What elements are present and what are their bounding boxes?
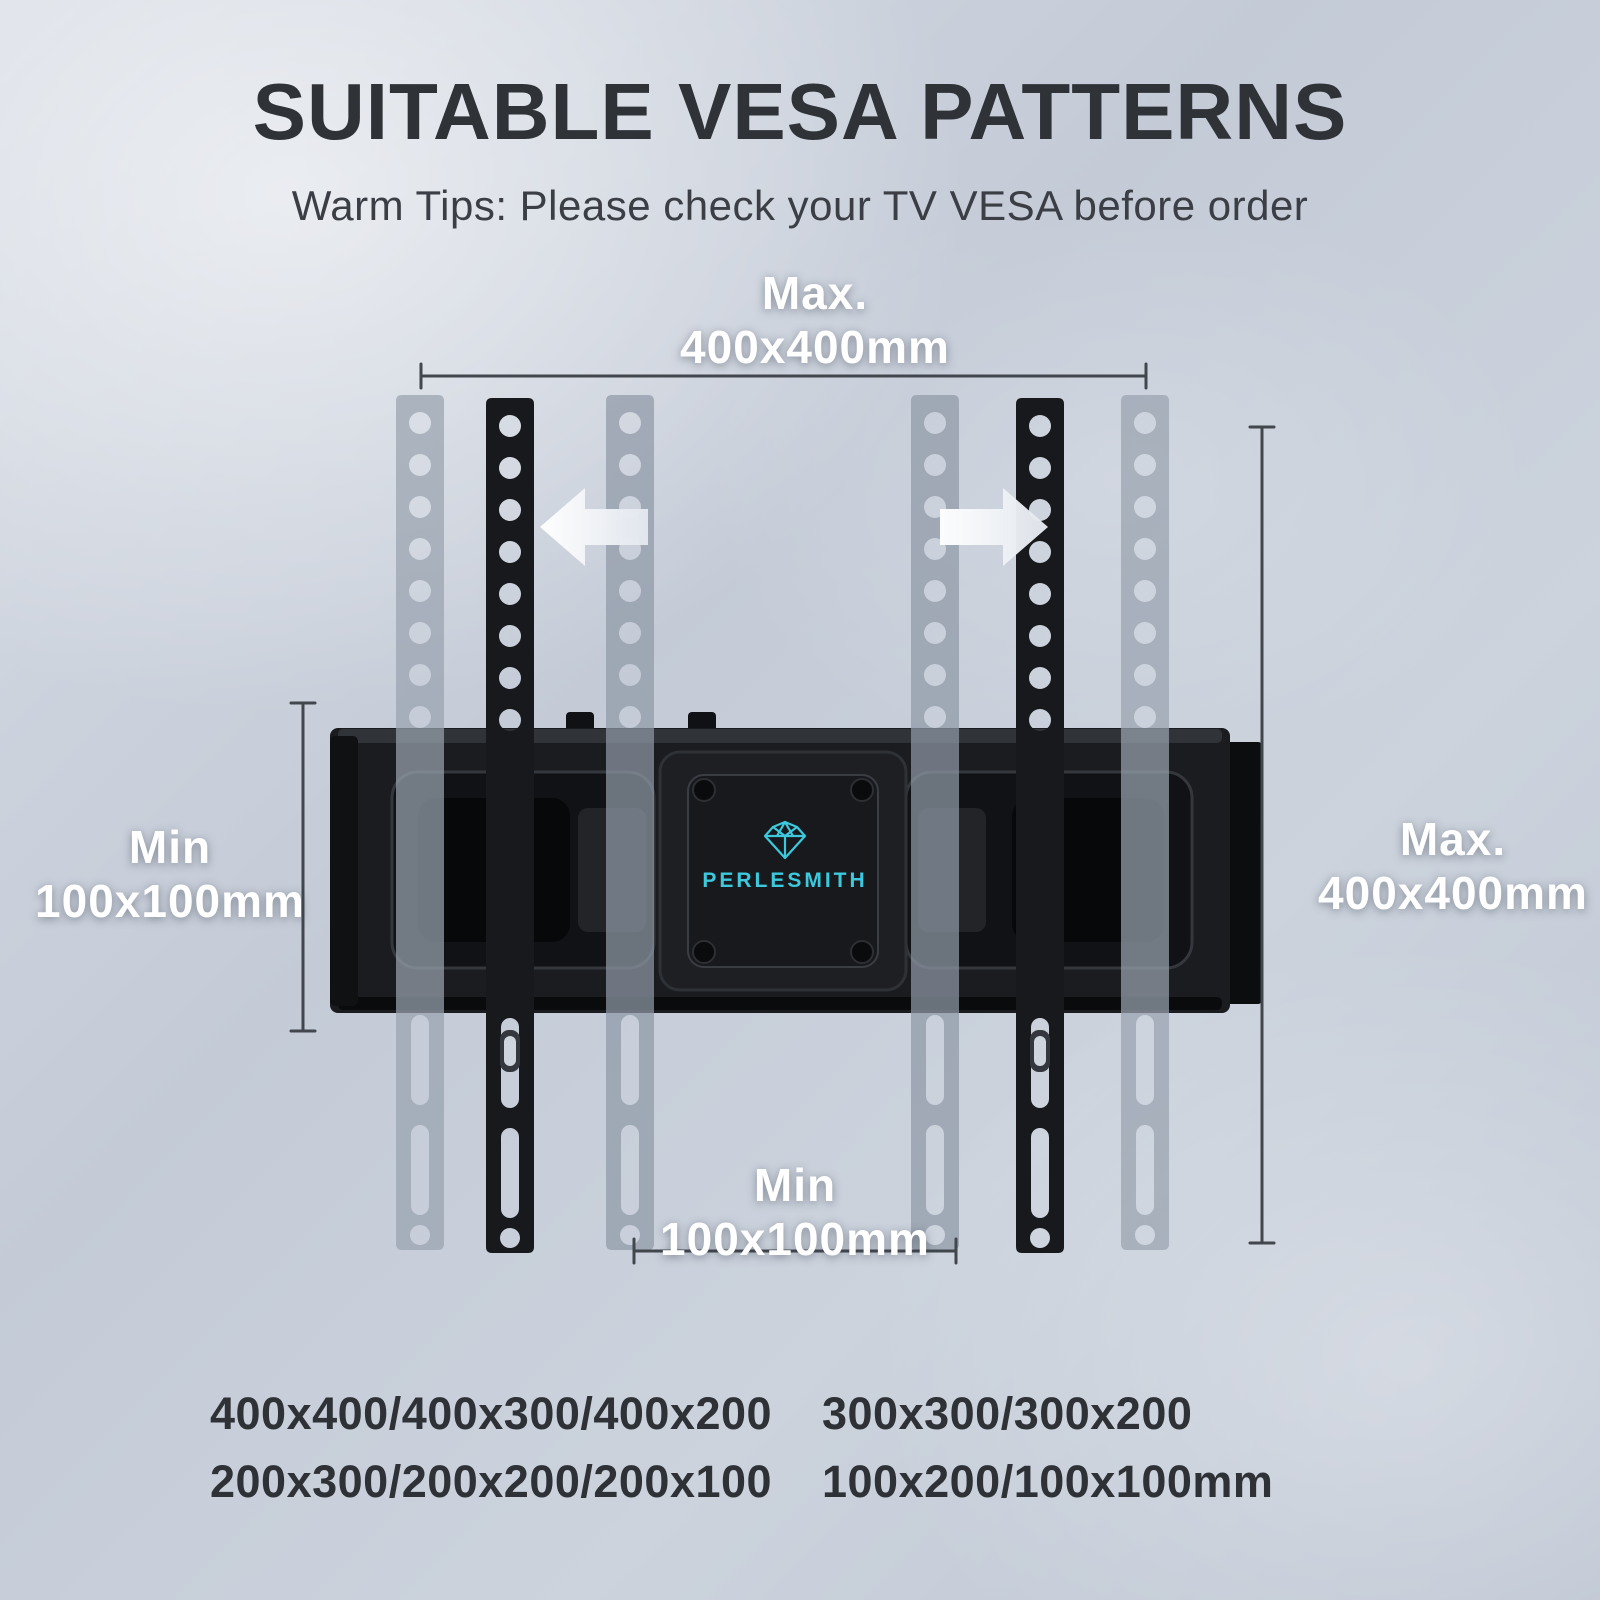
dimension-label-left-line1: Min (128, 821, 212, 873)
dimension-label-left-min: Min 100x100mm (20, 820, 320, 929)
perlesmith-diamond-icon (763, 820, 807, 860)
brand-logo: PERLESMITH (698, 820, 872, 893)
dimension-line-top (419, 362, 1148, 390)
vesa-pattern-list-row2-col2: 100x200/100x100mm (822, 1456, 1274, 1507)
dimension-label-right-max: Max. 400x400mm (1308, 812, 1598, 921)
dimension-label-top-max: Max. 400x400mm (615, 266, 1015, 375)
page-title: SUITABLE VESA PATTERNS (252, 67, 1348, 156)
vesa-pattern-list-row2-col1: 200x300/200x200/200x100 (210, 1456, 773, 1507)
plate-screw (692, 940, 716, 964)
plate-screw (692, 778, 716, 802)
plate-screw (850, 778, 874, 802)
dimension-label-right-line1: Max. (1399, 813, 1507, 865)
dimension-label-top-line2: 400x400mm (680, 321, 950, 374)
brand-name: PERLESMITH (702, 869, 868, 892)
dimension-label-left-line2: 100x100mm (35, 875, 305, 928)
rail-screw (500, 1030, 1050, 1072)
dimension-label-bottom-line1: Min (753, 1159, 837, 1211)
dimension-line-bottom (632, 1237, 958, 1265)
black-rail (486, 398, 534, 1253)
plate-screw (850, 940, 874, 964)
dimension-label-right-line2: 400x400mm (1318, 867, 1588, 920)
dimension-line-right (1248, 425, 1276, 1245)
page-subtitle: Warm Tips: Please check your TV VESA bef… (291, 182, 1309, 229)
dimension-label-bottom-min: Min 100x100mm (630, 1158, 960, 1267)
arrow-left-icon (540, 488, 648, 566)
dimension-label-bottom-line2: 100x100mm (660, 1213, 930, 1266)
vesa-pattern-list-row1-col1: 400x400/400x300/400x200 (210, 1388, 773, 1439)
dimension-label-top-line1: Max. (761, 267, 869, 319)
vesa-pattern-list-row1-col2: 300x300/300x200 (822, 1388, 1193, 1439)
ghost-rail (1121, 395, 1169, 1250)
dimension-line-left (289, 701, 317, 1033)
ghost-rail (396, 395, 444, 1250)
arrow-right-icon (940, 488, 1048, 566)
